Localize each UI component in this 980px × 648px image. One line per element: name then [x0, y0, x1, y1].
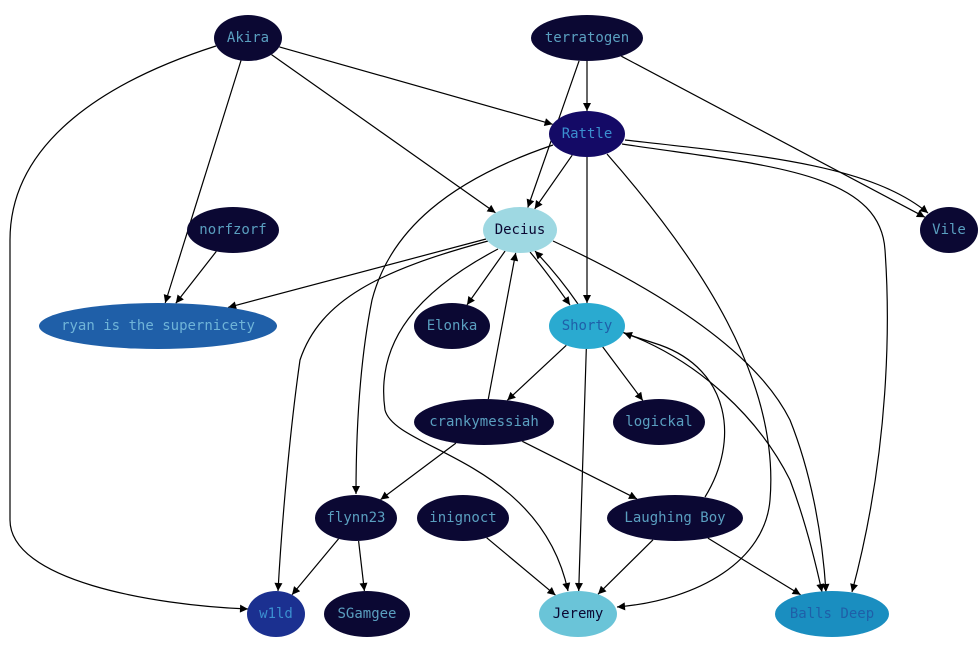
node-elonka[interactable]: Elonka [414, 303, 490, 349]
edge-decius-to-ryan [227, 238, 487, 310]
edges-layer [9, 45, 929, 613]
node-label-crankymessiah: crankymessiah [429, 414, 539, 430]
node-label-vile: Vile [932, 222, 966, 238]
node-rattle[interactable]: Rattle [549, 111, 625, 157]
edge-crankymessiah-to-flynn23 [380, 442, 457, 501]
edge-akira-to-rattle [279, 46, 553, 126]
node-label-logickal: logickal [625, 414, 692, 430]
node-laughingboy[interactable]: Laughing Boy [607, 495, 743, 541]
node-shape-logickal [613, 399, 705, 445]
node-shape-laughingboy [607, 495, 743, 541]
node-label-akira: Akira [227, 30, 269, 46]
node-shape-akira [214, 15, 282, 61]
node-norfzorf[interactable]: norfzorf [187, 207, 279, 253]
edge-flynn23-to-w1ld [291, 538, 340, 596]
node-shape-w1ld [247, 591, 305, 637]
edge-shorty-to-ballsdeep [621, 331, 825, 593]
node-shape-ryan [39, 303, 277, 349]
node-w1ld[interactable]: w1ld [247, 591, 305, 637]
edge-laughingboy-to-ballsdeep [707, 537, 801, 596]
node-label-rattle: Rattle [562, 126, 613, 142]
node-shape-terratogen [531, 15, 643, 61]
node-shape-crankymessiah [414, 399, 554, 445]
node-shape-rattle [549, 111, 625, 157]
node-logickal[interactable]: logickal [613, 399, 705, 445]
node-akira[interactable]: Akira [214, 15, 282, 61]
node-shape-shorty [549, 303, 625, 349]
node-label-decius: Decius [495, 222, 546, 238]
node-label-shorty: Shorty [562, 318, 613, 334]
node-shape-sgamgee [324, 591, 410, 637]
node-inignoct[interactable]: inignoct [417, 495, 509, 541]
node-shape-decius [483, 207, 557, 253]
node-sgamgee[interactable]: SGamgee [324, 591, 410, 637]
node-jeremy[interactable]: Jeremy [539, 591, 617, 637]
edge-crankymessiah-to-laughingboy [522, 440, 638, 500]
edge-laughingboy-to-jeremy [597, 539, 654, 595]
node-label-jeremy: Jeremy [553, 606, 604, 622]
node-label-norfzorf: norfzorf [199, 222, 266, 238]
edge-decius-to-w1ld [274, 240, 489, 592]
node-vile[interactable]: Vile [920, 207, 978, 253]
edge-rattle-to-vile [624, 139, 929, 214]
node-terratogen[interactable]: terratogen [531, 15, 643, 61]
node-decius[interactable]: Decius [483, 207, 557, 253]
edge-rattle-to-jeremy [606, 153, 772, 611]
node-shape-flynn23 [315, 495, 397, 541]
edge-rattle-to-flynn23 [352, 144, 554, 495]
edge-inignoct-to-jeremy [486, 537, 556, 596]
node-shape-elonka [414, 303, 490, 349]
edge-shorty-to-decius [534, 250, 579, 305]
edge-shorty-to-crankymessiah [506, 344, 567, 401]
edge-decius-to-shorty [529, 251, 571, 306]
edge-decius-to-elonka [466, 250, 506, 306]
edge-akira-to-ryan [163, 60, 242, 304]
edge-decius-to-jeremy [383, 248, 571, 592]
node-label-ballsdeep: Balls Deep [790, 606, 874, 622]
edge-shorty-to-jeremy [574, 348, 587, 592]
edge-rattle-to-decius [534, 154, 573, 210]
node-shape-norfzorf [187, 207, 279, 253]
edge-akira-to-decius [271, 54, 496, 214]
node-ballsdeep[interactable]: Balls Deep [775, 591, 889, 637]
node-label-laughingboy: Laughing Boy [624, 510, 725, 526]
node-ryan[interactable]: ryan is the supernicety [39, 303, 277, 349]
node-shape-ballsdeep [775, 591, 889, 637]
node-shape-inignoct [417, 495, 509, 541]
node-label-sgamgee: SGamgee [337, 606, 396, 622]
node-flynn23[interactable]: flynn23 [315, 495, 397, 541]
edge-shorty-to-logickal [602, 346, 644, 401]
edge-crankymessiah-to-decius [487, 252, 519, 400]
node-label-inignoct: inignoct [429, 510, 496, 526]
edge-decius-to-ballsdeep [552, 240, 830, 593]
edge-laughingboy-to-shorty [623, 331, 726, 498]
node-shorty[interactable]: Shorty [549, 303, 625, 349]
node-label-w1ld: w1ld [259, 606, 293, 622]
node-shape-jeremy [539, 591, 617, 637]
edge-flynn23-to-sgamgee [358, 540, 368, 592]
node-label-flynn23: flynn23 [326, 510, 385, 526]
edge-rattle-to-ballsdeep [621, 143, 888, 593]
edge-norfzorf-to-ryan [175, 251, 217, 304]
edge-akira-to-w1ld [9, 45, 249, 613]
edge-terratogen-to-vile [621, 55, 926, 218]
node-crankymessiah[interactable]: crankymessiah [414, 399, 554, 445]
node-shape-vile [920, 207, 978, 253]
node-label-ryan: ryan is the supernicety [61, 318, 255, 334]
node-label-elonka: Elonka [427, 318, 478, 334]
node-label-terratogen: terratogen [545, 30, 629, 46]
